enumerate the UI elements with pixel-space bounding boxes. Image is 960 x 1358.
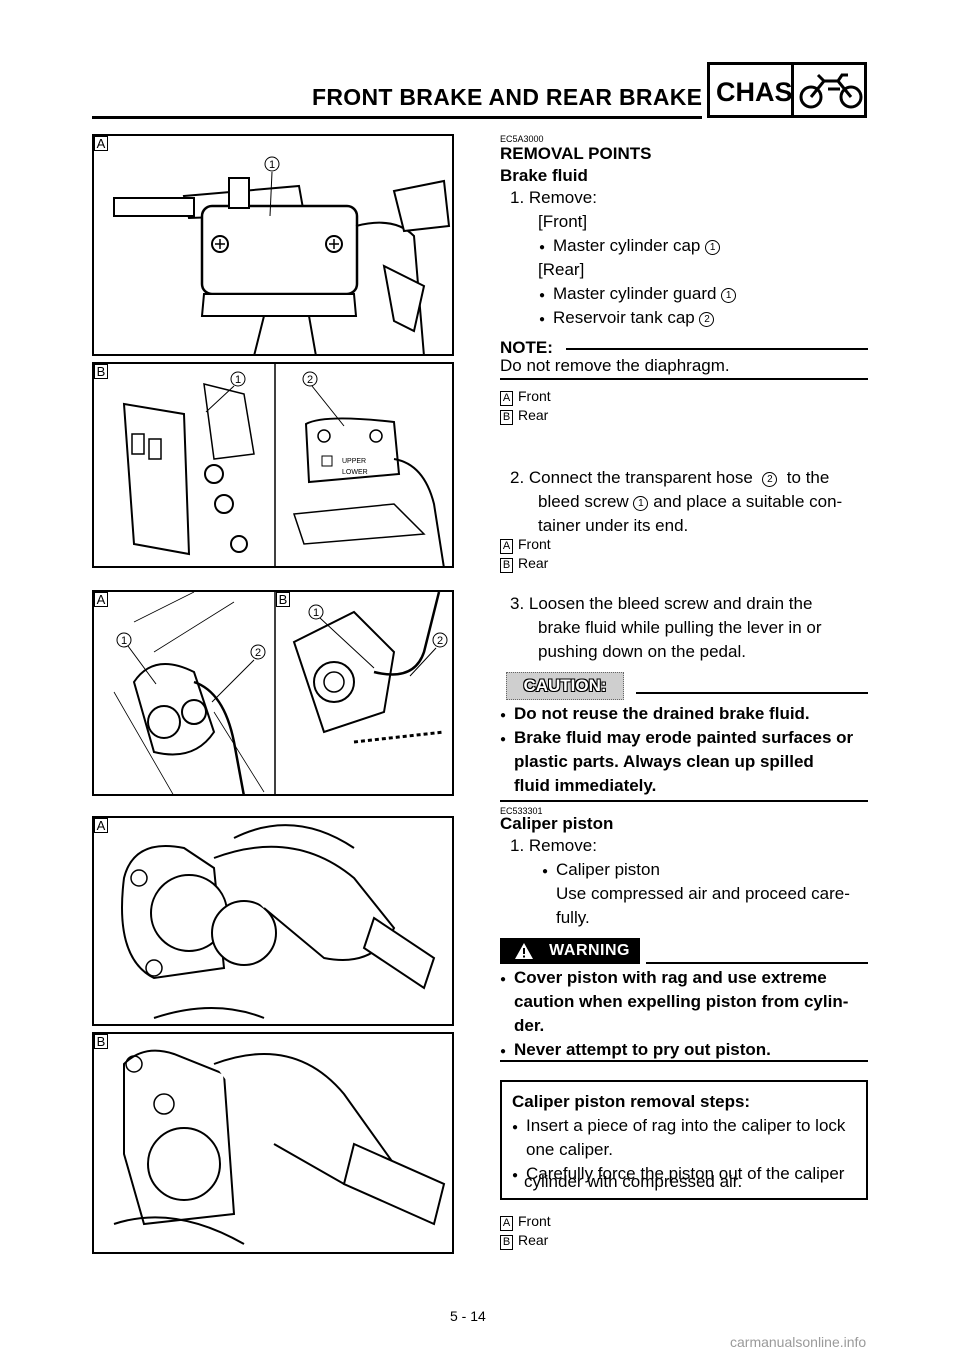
warning-label: WARNING bbox=[500, 938, 640, 964]
callout: 1 bbox=[313, 607, 319, 619]
steps-item-1-line-1: Insert a piece of rag into the caliper t… bbox=[512, 1114, 856, 1138]
rear-master-cylinder-illustration: 1 UPPER LOWER 2 bbox=[122, 364, 445, 566]
figure-bleed-screws: A B 1 2 1 2 bbox=[92, 590, 454, 796]
caution-item-2-line-1: Brake fluid may erode painted surfaces o… bbox=[500, 726, 853, 752]
rear-item-1: Master cylinder guard 1 bbox=[539, 282, 737, 308]
removal-heading: REMOVAL POINTS bbox=[500, 144, 652, 163]
callout: 2 bbox=[255, 647, 261, 659]
reservoir-lower-text: LOWER bbox=[342, 469, 368, 476]
ref-code-2: EC533301 bbox=[500, 806, 543, 816]
caliper-heading: Caliper piston bbox=[500, 814, 614, 833]
motorcycle-icon bbox=[799, 73, 863, 109]
figure-label: B bbox=[94, 1034, 108, 1049]
figure-label: A bbox=[94, 136, 108, 151]
caution-label: CAUTION: bbox=[506, 672, 624, 700]
front-caliper-illustration bbox=[121, 824, 436, 1019]
caution-item-1: Do not reuse the drained brake fluid. bbox=[500, 702, 810, 728]
caliper-desc-line-2: fully. bbox=[556, 908, 590, 927]
figure-rear-master-cylinder: B 1 UPPER LOWER 2 bbox=[92, 362, 454, 568]
note-text: Do not remove the diaphragm. bbox=[500, 356, 730, 375]
figure-label: A bbox=[94, 818, 108, 833]
figure-rear-caliper-piston: B bbox=[92, 1032, 454, 1254]
callout: 1 bbox=[121, 635, 127, 647]
step-3-line-2: brake fluid while pulling the lever in o… bbox=[538, 618, 822, 637]
master-cylinder-illustration: 1 bbox=[113, 156, 451, 354]
caliper-step-1: 1. Remove: bbox=[510, 836, 597, 855]
front-bracket: [Front] bbox=[538, 212, 588, 231]
step-2-line-2: bleed screw 1 and place a suitable con- bbox=[538, 492, 843, 511]
step-3-line-1: 3. Loosen the bleed screw and drain the bbox=[510, 594, 813, 613]
step-3-line-3: pushing down on the pedal. bbox=[538, 642, 746, 661]
warning-item-2: Never attempt to pry out piston. bbox=[500, 1038, 771, 1064]
figure-label: B bbox=[94, 364, 108, 379]
reservoir-upper-text: UPPER bbox=[342, 458, 366, 465]
rear-caliper-illustration bbox=[113, 1049, 446, 1245]
section-tag-box: CHAS bbox=[707, 62, 867, 118]
callout: 1 bbox=[235, 374, 241, 386]
step-2-line-3: tainer under its end. bbox=[538, 516, 689, 535]
page-number: 5 - 14 bbox=[450, 1308, 486, 1324]
header-rule bbox=[92, 116, 702, 119]
figure-label-front: A bbox=[94, 592, 108, 607]
watermark: carmanualsonline.info bbox=[730, 1334, 867, 1350]
figure-front-master-cylinder: A 1 bbox=[92, 134, 454, 356]
steps-title: Caliper piston removal steps: bbox=[512, 1092, 751, 1111]
caution-item-2-line-3: fluid immediately. bbox=[514, 776, 657, 795]
warning-triangle-icon bbox=[515, 943, 533, 959]
rear-bracket: [Rear] bbox=[538, 260, 585, 279]
warning-item-1-line-3: der. bbox=[514, 1016, 545, 1035]
rear-item-2: Reservoir tank cap 2 bbox=[539, 306, 715, 332]
removal-steps-box: Caliper piston removal steps: Insert a p… bbox=[500, 1080, 868, 1200]
brake-fluid-heading: Brake fluid bbox=[500, 166, 588, 185]
step-1: 1. Remove: bbox=[510, 188, 597, 207]
figure-label-rear: B bbox=[276, 592, 290, 607]
bleed-screw-illustration: 1 2 1 2 bbox=[113, 592, 448, 794]
note-label: NOTE: bbox=[500, 338, 553, 357]
callout: 2 bbox=[307, 374, 313, 386]
front-item-1: Master cylinder cap 1 bbox=[539, 234, 721, 260]
caliper-item: Caliper piston bbox=[542, 858, 660, 884]
steps-item-2-line-2: cylinder with compressed air. bbox=[524, 1172, 743, 1191]
step-2-line-1: 2. Connect the transparent hose 2 to the bbox=[510, 468, 830, 487]
section-tag: CHAS bbox=[716, 77, 793, 107]
page-title: FRONT BRAKE AND REAR BRAKE bbox=[312, 84, 703, 110]
steps-item-1-line-2: one caliper. bbox=[526, 1140, 613, 1159]
caution-item-2-line-2: plastic parts. Always clean up spilled bbox=[514, 752, 814, 771]
figure-front-caliper-piston: A bbox=[92, 816, 454, 1026]
callout: 2 bbox=[437, 635, 443, 647]
callout: 1 bbox=[269, 159, 275, 171]
ref-code: EC5A3000 bbox=[500, 134, 544, 144]
warning-item-1-line-1: Cover piston with rag and use extreme bbox=[500, 966, 827, 992]
caliper-desc-line-1: Use compressed air and proceed care- bbox=[556, 884, 850, 903]
steps-item-2-line-1: Carefully force the piston out of the ca… bbox=[512, 1162, 856, 1186]
warning-item-1-line-2: caution when expelling piston from cylin… bbox=[514, 992, 849, 1011]
